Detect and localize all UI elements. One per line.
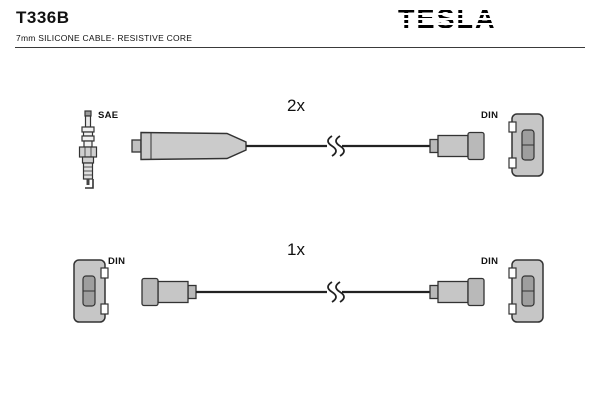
tesla-brand-logo: TESLA bbox=[398, 4, 497, 35]
cable-break-icon bbox=[327, 135, 337, 157]
spark-plug-icon bbox=[78, 110, 98, 189]
bottom-cable-left-connector bbox=[141, 277, 197, 307]
bottom-cable-right-connector bbox=[429, 277, 485, 307]
top-cable-quantity-label: 2x bbox=[287, 96, 305, 115]
top-cable-boot bbox=[131, 131, 247, 161]
cable-spec-subtitle: 7mm SILICONE CABLE- RESISTIVE CORE bbox=[16, 33, 193, 43]
din-terminal-icon bbox=[508, 113, 544, 177]
din-standard-label: DIN bbox=[108, 256, 126, 267]
sae-standard-label: SAE bbox=[98, 110, 119, 121]
top-cable-right-connector bbox=[429, 131, 485, 161]
din-terminal-icon bbox=[73, 259, 109, 323]
din-terminal-icon bbox=[508, 259, 544, 323]
din-standard-label: DIN bbox=[481, 256, 499, 267]
din-standard-label: DIN bbox=[481, 110, 499, 121]
bottom-cable-quantity-label: 1x bbox=[287, 240, 305, 259]
part-number: T336B bbox=[16, 8, 70, 27]
cable-break-icon bbox=[327, 281, 337, 303]
header-divider bbox=[15, 47, 585, 48]
